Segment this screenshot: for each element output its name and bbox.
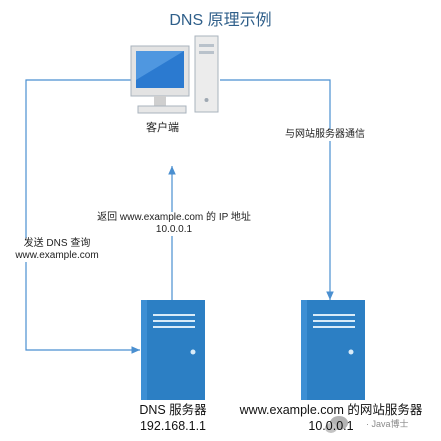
query-label-line1: 发送 DNS 查询 [23, 238, 91, 249]
web-server-caption: www.example.com 的网站服务器 10.0.0.1 [224, 402, 438, 434]
query-arrow [25, 79, 140, 354]
dns-server-ip: 192.168.1.1 [139, 419, 207, 433]
web-server-name: www.example.com 的网站服务器 [239, 403, 423, 417]
web-comm-arrow [220, 79, 334, 300]
query-label: 发送 DNS 查询 www.example.com [7, 238, 107, 262]
watermark-logo-icon [325, 416, 348, 433]
reply-label-line1: 返回 www.example.com 的 IP 地址 [97, 212, 251, 223]
client-label: 客户端 [146, 122, 179, 134]
diagram-title: DNS 原理示例 [169, 12, 272, 29]
query-label-line2: www.example.com [15, 250, 99, 261]
dns-server-caption: DNS 服务器 192.168.1.1 [123, 402, 223, 434]
web-server-ip: 10.0.0.1 [308, 419, 354, 433]
dns-server-icon [141, 300, 205, 400]
reply-label-line2: 10.0.0.1 [155, 224, 193, 235]
web-server-icon [301, 300, 365, 400]
watermark-text: · Java博士 [366, 419, 409, 429]
reply-label: 返回 www.example.com 的 IP 地址 10.0.0.1 [84, 212, 264, 236]
web-comm-label: 与网站服务器通信 [283, 129, 367, 141]
computer-icon [130, 35, 219, 114]
dns-server-name: DNS 服务器 [139, 403, 207, 417]
